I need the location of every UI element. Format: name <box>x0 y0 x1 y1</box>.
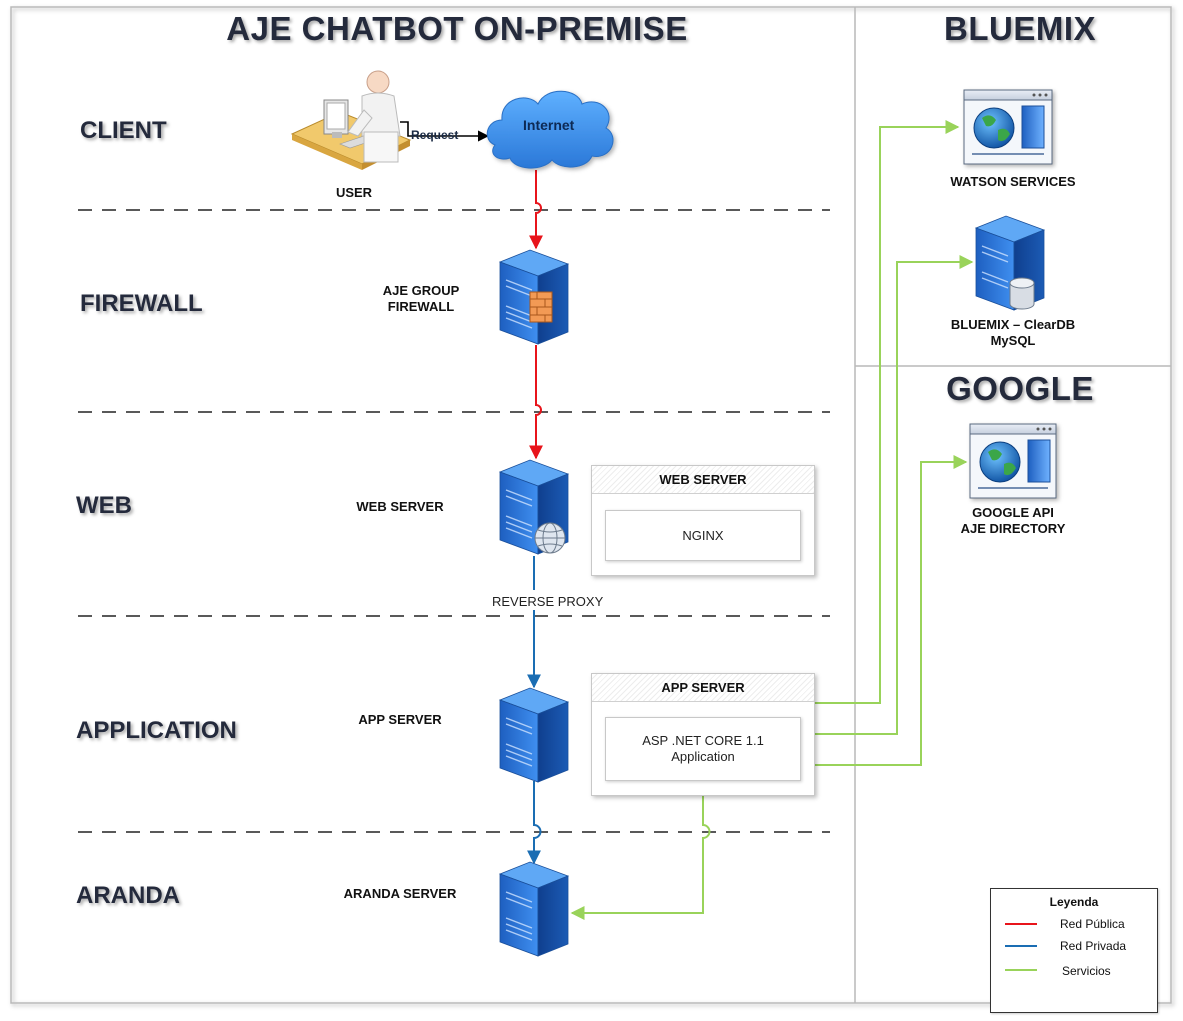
legend-swatch-public <box>1005 923 1037 925</box>
row-label-web: WEB <box>76 492 132 519</box>
row-label-client: CLIENT <box>80 117 167 144</box>
nginx-box: NGINX <box>605 510 801 561</box>
firewall-label-line1: AJE GROUP <box>382 283 460 298</box>
request-label: Request <box>411 128 459 142</box>
row-label-firewall: FIREWALL <box>80 290 203 317</box>
aranda-server-label: ARANDA SERVER <box>343 886 457 901</box>
cleardb-label-line2: MySQL <box>990 333 1036 348</box>
app-server-label: APP SERVER <box>358 712 442 727</box>
aspnet-label-line2: Application <box>671 749 735 764</box>
row-separators <box>78 209 830 833</box>
web-server-icon <box>498 459 570 555</box>
watson-label: WATSON SERVICES <box>950 174 1076 189</box>
bluemix-title: BLUEMIX <box>944 10 1096 47</box>
private-network-line <box>527 556 542 865</box>
watson-window-icon <box>963 89 1053 165</box>
web-server-box: WEB SERVER NGINX <box>591 465 815 576</box>
legend-item-services: Servicios <box>1062 964 1111 978</box>
reverse-proxy-label: REVERSE PROXY <box>490 594 606 609</box>
aspnet-label-line1: ASP .NET CORE 1.1 <box>642 733 764 748</box>
google-title: GOOGLE <box>946 370 1094 407</box>
firewall-label: AJE GROUP FIREWALL <box>383 283 460 315</box>
internet-cloud-icon <box>486 90 614 169</box>
firewall-label-line2: FIREWALL <box>387 299 455 314</box>
onpremise-title: AJE CHATBOT ON-PREMISE <box>226 10 688 47</box>
web-server-box-header: WEB SERVER <box>592 466 814 494</box>
user-desk-icon <box>290 70 412 170</box>
database-icon <box>1009 277 1035 310</box>
cleardb-label: BLUEMIX – ClearDB MySQL <box>951 317 1075 349</box>
aranda-server-icon <box>498 861 570 957</box>
row-label-aranda: ARANDA <box>76 882 180 909</box>
user-label: USER <box>335 185 373 200</box>
public-network-line <box>529 170 543 460</box>
app-server-box: APP SERVER ASP .NET CORE 1.1 Application <box>591 673 815 796</box>
legend-item-private: Red Privada <box>1060 939 1127 953</box>
services-lines <box>570 120 974 920</box>
legend-item-public: Red Pública <box>1060 917 1125 931</box>
google-api-label-line2: AJE DIRECTORY <box>960 521 1066 536</box>
legend: Leyenda Red Pública Red Privada Servicio… <box>990 888 1158 1013</box>
legend-title: Leyenda <box>1049 895 1099 909</box>
google-api-label: GOOGLE API AJE DIRECTORY <box>961 505 1066 537</box>
legend-swatch-private <box>1005 945 1037 947</box>
app-server-box-header: APP SERVER <box>592 674 814 702</box>
internet-label: Internet <box>523 117 575 133</box>
google-api-window-icon <box>969 423 1057 499</box>
legend-swatch-services <box>1005 969 1037 971</box>
aspnet-box: ASP .NET CORE 1.1 Application <box>605 717 801 781</box>
request-connector <box>400 121 490 142</box>
row-label-application: APPLICATION <box>76 717 237 744</box>
google-api-label-line1: GOOGLE API <box>972 505 1054 520</box>
firewall-server-icon <box>498 249 570 345</box>
frames <box>10 6 1172 1004</box>
cleardb-label-line1: BLUEMIX – ClearDB <box>950 317 1076 332</box>
app-server-icon <box>498 687 570 783</box>
web-server-label: WEB SERVER <box>356 499 444 514</box>
cleardb-server-icon <box>974 215 1046 311</box>
